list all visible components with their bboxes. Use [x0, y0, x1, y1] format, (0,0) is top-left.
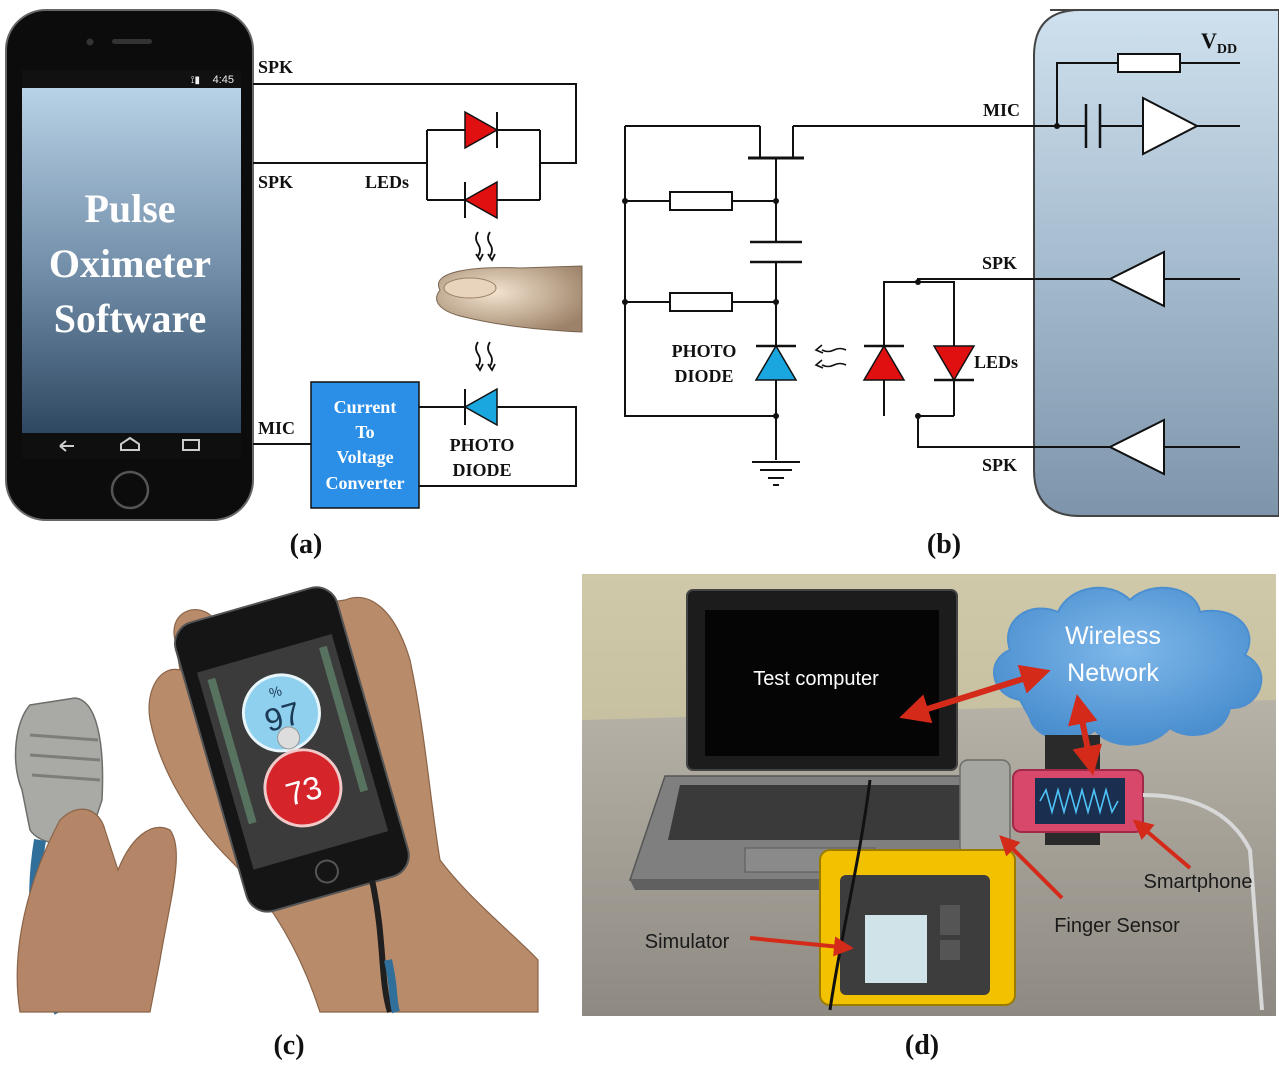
light-arrows-bottom-a	[475, 341, 496, 372]
led-pair-b	[862, 279, 976, 419]
speaker-grille	[112, 39, 152, 44]
light-arrows-b	[814, 344, 847, 369]
current-to-voltage-converter	[310, 381, 420, 509]
panel-b: VDD MIC	[622, 9, 1279, 560]
arrow-simulator	[749, 936, 854, 957]
finger-sensor-label: Finger Sensor	[1054, 915, 1180, 937]
led-pair-a	[426, 110, 541, 220]
spk-bottom-label-a: SPK	[258, 172, 293, 192]
leds-label-b: LEDs	[974, 352, 1018, 372]
converter-line-4: Converter	[326, 473, 405, 493]
vdd-label: VDD	[1201, 28, 1237, 57]
cloud-line-1: Wireless	[1065, 622, 1161, 650]
app-title-line-2: Oximeter	[49, 241, 211, 286]
panel-c: % 97 73 (c)	[14, 586, 539, 1061]
resistor-vdd	[1117, 53, 1181, 73]
pulse-dial	[263, 748, 343, 828]
spk-top-wire-b	[917, 278, 1110, 282]
simulator-label: Simulator	[645, 931, 730, 953]
caption-a: (a)	[290, 529, 323, 560]
photodiode-label-b-1: PHOTO	[672, 341, 737, 361]
nav-bar	[22, 433, 241, 459]
amplifier-mic	[1142, 96, 1200, 156]
led-bottom-a	[463, 180, 498, 220]
cloud-line-2: Network	[1067, 659, 1159, 687]
audio-cable	[369, 879, 393, 1013]
arrow-computer-cloud	[899, 664, 1051, 724]
app-screen	[22, 88, 241, 433]
photodiode-label-b-2: DIODE	[674, 366, 733, 386]
transistor-b	[625, 125, 804, 242]
test-computer-label: Test computer	[753, 668, 879, 690]
smartphone-c: % 97 73	[174, 586, 410, 913]
leds-label-a: LEDs	[365, 172, 409, 192]
spk-top-label-a: SPK	[258, 57, 293, 77]
smartphone-label: Smartphone	[1144, 871, 1253, 893]
caption-d: (d)	[905, 1030, 939, 1061]
simulator-image	[819, 849, 1016, 1006]
camera-icon	[86, 38, 94, 46]
photodiode-a	[463, 387, 498, 427]
led-left-b	[862, 344, 906, 381]
mic-label-a: MIC	[258, 418, 295, 438]
ground-symbol	[752, 461, 800, 486]
sensor-cable	[828, 779, 872, 1011]
home-button	[110, 470, 150, 510]
laptop-image	[628, 589, 991, 890]
resistor-lower-b	[669, 292, 733, 312]
arrow-cloud-phone	[1067, 694, 1103, 776]
mic-label-b: MIC	[983, 100, 1020, 120]
spo2-unit: %	[267, 682, 283, 701]
converter-line-2: To	[355, 422, 374, 442]
caption-c: (c)	[273, 1030, 304, 1061]
photodiode-label-a-2: DIODE	[452, 460, 511, 480]
status-time: 4:45	[213, 74, 234, 86]
wireless-network-cloud	[993, 586, 1263, 746]
converter-line-3: Voltage	[336, 447, 393, 467]
spk-bottom-wire-b	[917, 416, 1110, 448]
spk-top-wire-a	[253, 83, 577, 164]
spo2-dial	[241, 673, 321, 753]
left-hand-image	[16, 808, 177, 1013]
spk-top-label-b: SPK	[982, 253, 1017, 273]
photodiode-label-a-1: PHOTO	[450, 435, 515, 455]
led-top-a	[464, 110, 499, 150]
app-title-line-1: Pulse	[84, 186, 175, 231]
recents-icon	[182, 439, 200, 451]
converter-line-1: Current	[334, 397, 397, 417]
panel-a: 4:45 ⟟▮ Pulse Oximeter Software SPK SPK …	[5, 9, 583, 560]
photodiode-wire-a	[419, 406, 577, 487]
photodiode-b	[754, 344, 798, 381]
caption-b: (b)	[927, 529, 961, 560]
waveform	[1039, 786, 1119, 816]
arrow-finger-sensor	[999, 835, 1064, 900]
led-right-b	[932, 345, 976, 382]
back-icon	[59, 440, 74, 452]
app-title-line-3: Software	[54, 296, 207, 341]
left-rail-b	[624, 126, 776, 417]
signal-battery-icon: ⟟▮	[191, 75, 200, 86]
spk-bottom-label-b: SPK	[982, 455, 1017, 475]
arrow-smartphone	[1132, 819, 1192, 870]
phone-a: 4:45 ⟟▮ Pulse Oximeter Software	[5, 9, 254, 521]
resistor-upper-b	[669, 191, 733, 211]
home-icon	[120, 436, 140, 451]
finger-image-a	[436, 265, 583, 333]
light-arrows-top-a	[475, 231, 496, 262]
panel-d: Test computer Wireless Network Smartphon…	[582, 574, 1276, 1061]
